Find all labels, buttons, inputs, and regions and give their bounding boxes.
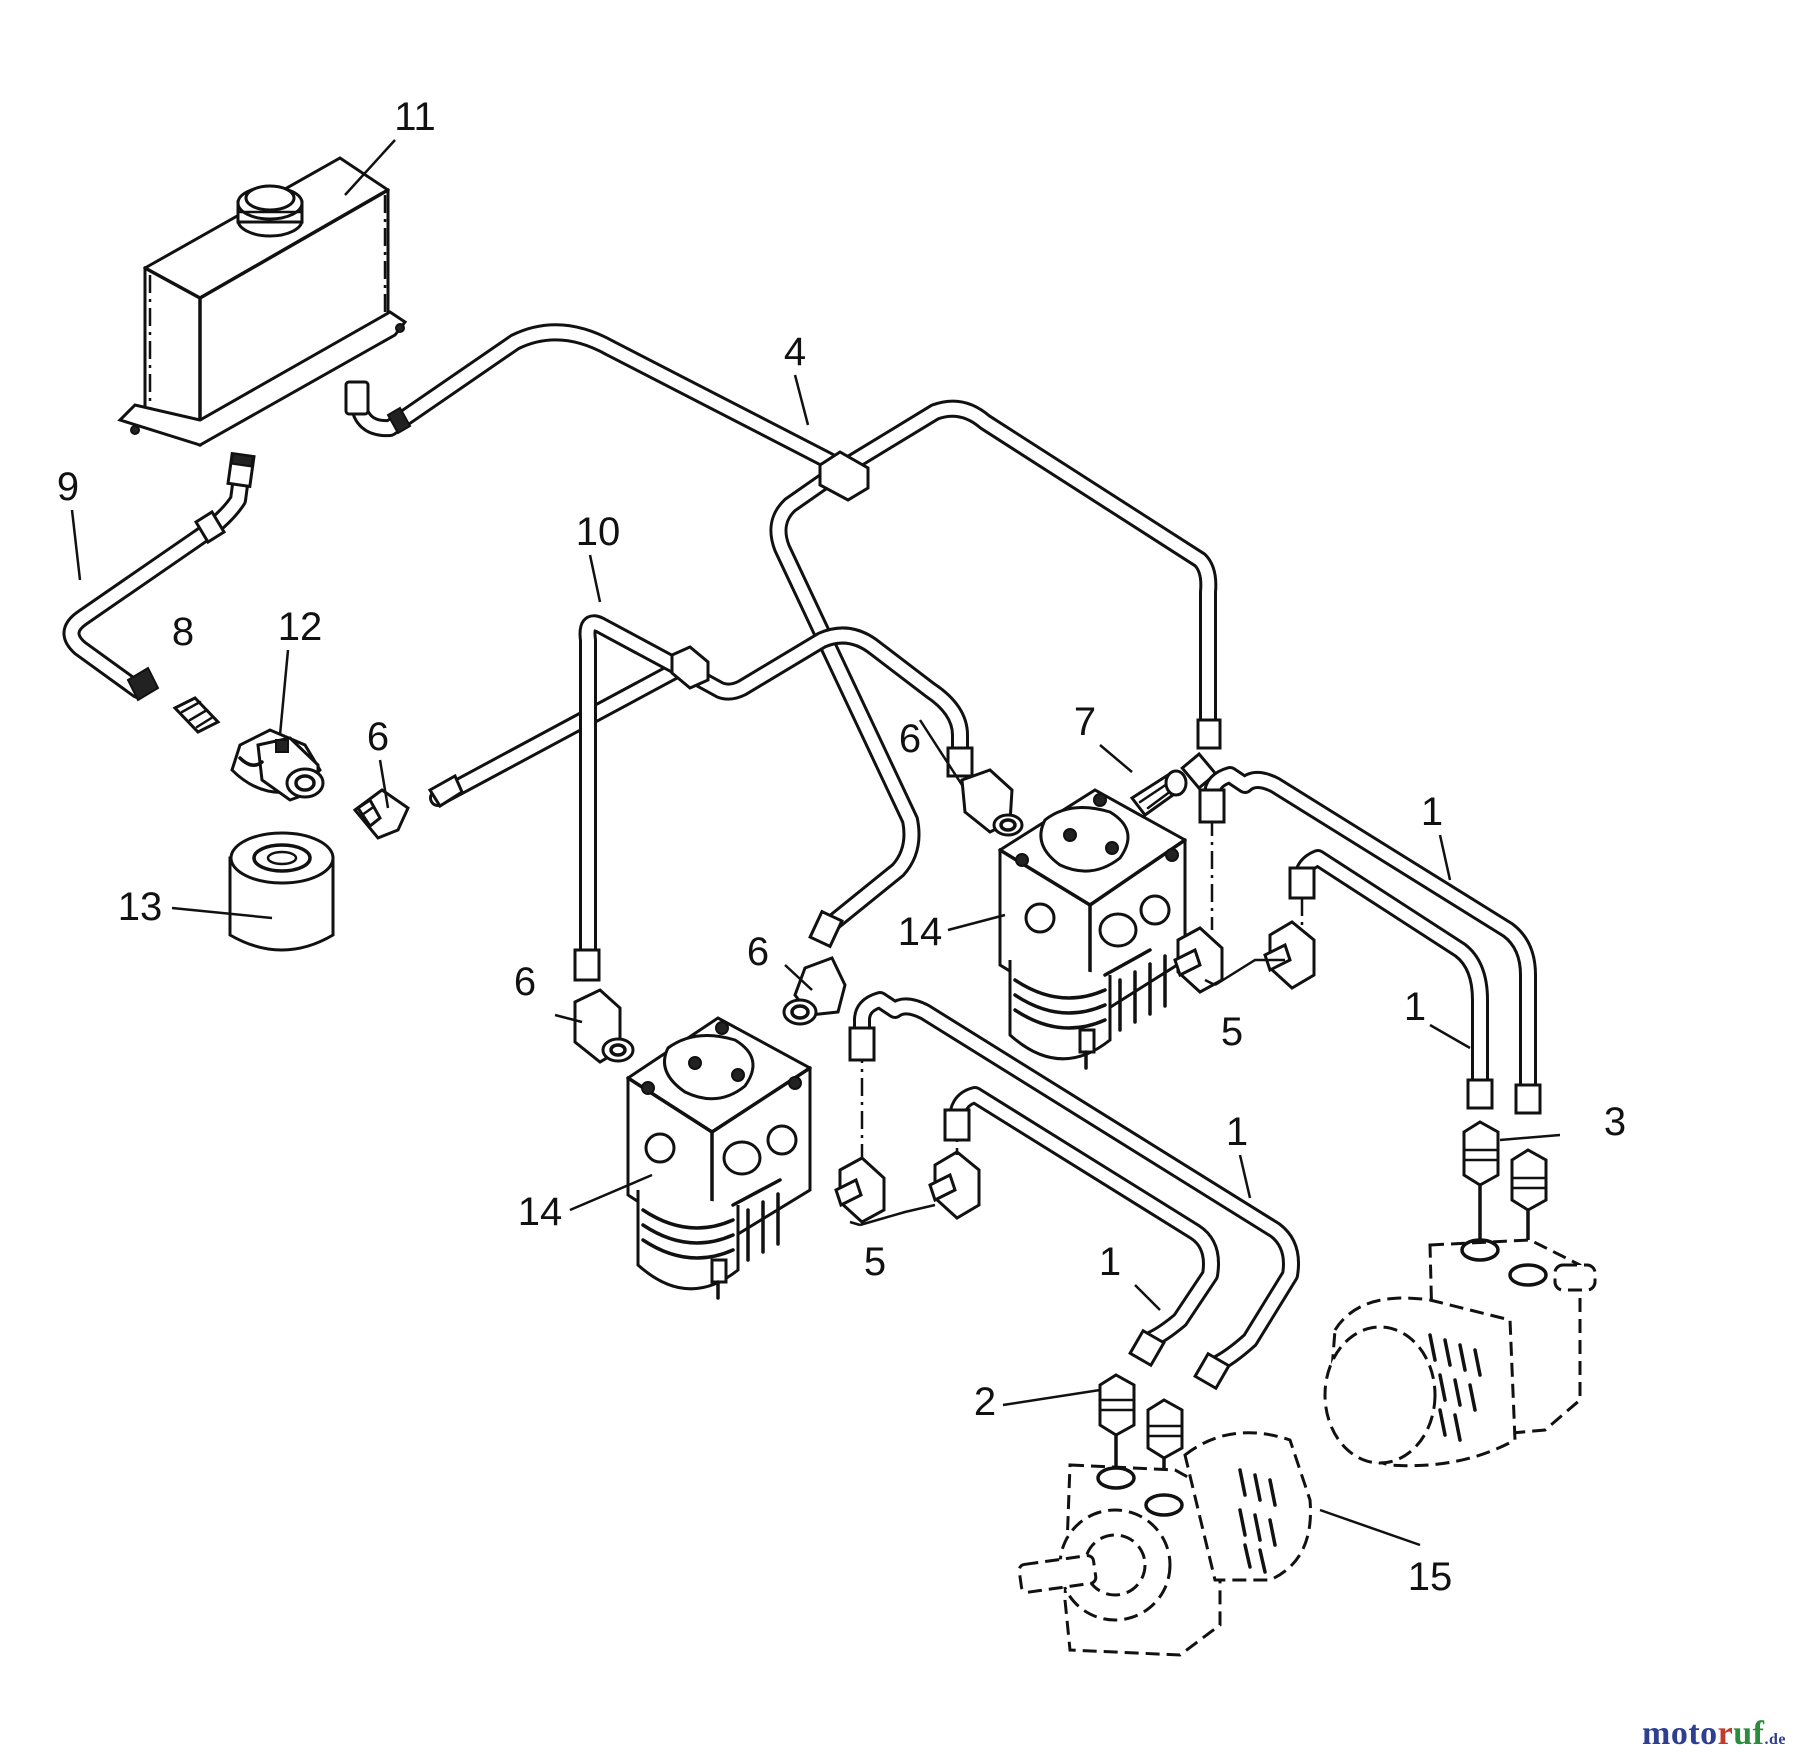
callout-1: 1 [1226,1110,1248,1154]
elbow-fitting-pump-bottom-top [782,956,847,1026]
callout-6: 6 [514,960,536,1004]
callout-1: 1 [1404,985,1426,1029]
callout-labels: 11 4 9 10 8 12 6 6 6 6 7 13 14 14 1 1 1 … [57,95,1626,1599]
leader-lines [70,139,1561,1547]
hose-filter-tee [427,614,974,982]
hydrostatic-pump-lower [626,1016,812,1300]
callout-5: 5 [1221,1010,1243,1054]
hoses-lower-pump-to-motor [848,991,1300,1391]
callout-5: 5 [864,1240,886,1284]
fittings-right-motor [1462,1120,1548,1267]
callout-6: 6 [899,717,921,761]
callout-3: 3 [1604,1100,1626,1144]
callout-12: 12 [278,605,323,649]
callout-13: 13 [118,885,163,929]
callout-10: 10 [576,510,621,554]
callout-15: 15 [1408,1555,1453,1599]
callout-11: 11 [394,95,436,139]
oil-filter [228,831,335,952]
elbow-fitting-pump-top-left [960,768,1024,837]
wheel-motor-left [1017,1431,1312,1657]
callout-4: 4 [784,330,806,374]
elbow-fitting-filter [352,788,410,840]
callout-2: 2 [974,1380,996,1424]
callout-7: 7 [1074,700,1096,744]
elbow-fitting-pump-bottom-left [573,988,635,1064]
callout-9: 9 [57,465,79,509]
fitting-nipple-pump [1129,769,1188,818]
callout-1: 1 [1099,1240,1121,1284]
elbow-fittings-upper-pump [1173,785,1316,994]
callout-6: 6 [367,715,389,759]
hydrostatic-pump-upper [998,788,1187,1070]
hose-tank-to-filter [62,451,256,702]
callout-1: 1 [1421,790,1443,834]
elbow-fittings-lower-pump [834,1045,981,1224]
fitting-nipple [172,696,221,734]
fittings-left-motor [1098,1373,1184,1497]
watermark-logo: motoruf.de [1642,1715,1786,1752]
callout-6: 6 [747,930,769,974]
callout-14: 14 [518,1190,563,1234]
hydraulic-tank [117,156,408,447]
filter-head [230,728,325,802]
hose-return-tee [344,323,1222,949]
wheel-motor-right [1323,1238,1597,1468]
hoses-upper-pump-to-motor [1198,766,1542,1115]
callout-14: 14 [898,910,943,954]
callout-8: 8 [172,610,194,654]
